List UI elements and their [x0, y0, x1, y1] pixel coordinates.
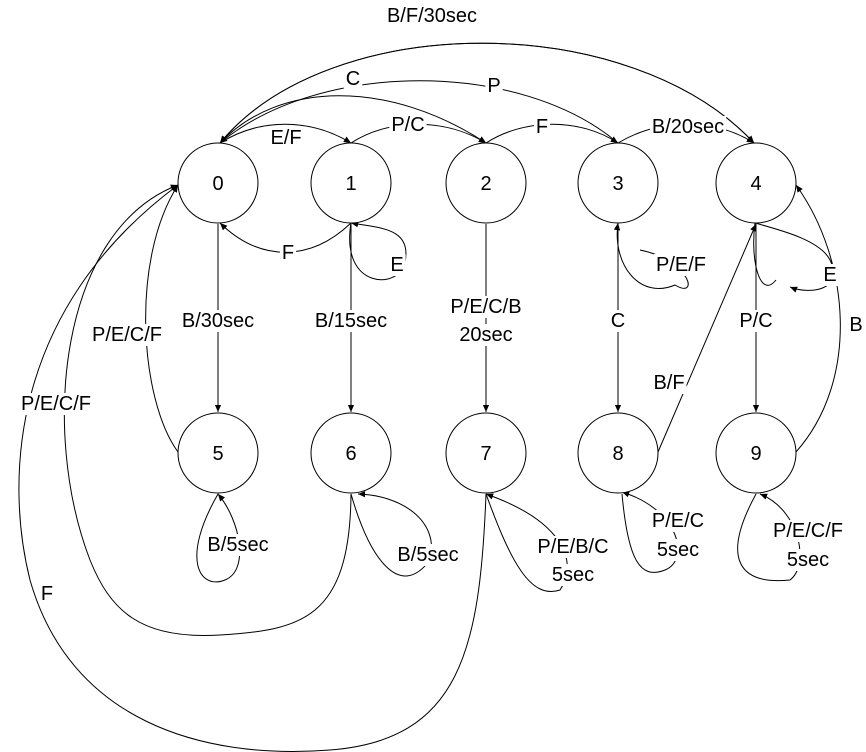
label-p-e-b-c: P/E/B/C	[537, 536, 608, 558]
edge-label-background	[821, 264, 839, 286]
edge-label-background	[651, 372, 687, 394]
state-4: 4	[715, 142, 797, 224]
edge-6-0-p-e-c-f	[63, 184, 352, 637]
edge-9-4-b	[795, 184, 841, 453]
state-4-label: 4	[750, 173, 761, 195]
state-2: 2	[445, 142, 527, 224]
label-20sec: 20sec	[459, 324, 512, 346]
label-5sec-7: 5sec	[552, 564, 594, 586]
edge-0-2-c	[219, 95, 487, 144]
state-3: 3	[577, 142, 659, 224]
edge-label-background	[389, 114, 427, 136]
state-0-label: 0	[212, 173, 223, 195]
label-b-5sec-6: B/5sec	[397, 544, 458, 566]
edge-label-background	[533, 116, 551, 138]
state-9: 9	[715, 412, 797, 494]
edge-label-background	[770, 520, 846, 542]
label-p-c: P/C	[391, 114, 424, 136]
edge-label-background	[205, 534, 271, 556]
edge-2-3-f	[485, 123, 619, 144]
label-c: C	[346, 68, 360, 90]
state-8-label: 8	[612, 443, 623, 465]
edge-label-background	[384, 5, 480, 27]
label-b-5sec-5: B/5sec	[207, 534, 268, 556]
edge-5-self-b-5sec	[196, 493, 241, 583]
edge-label-background	[179, 310, 257, 332]
state-7: 7	[445, 412, 527, 494]
edge-label-background	[784, 549, 832, 571]
edge-label-background	[343, 68, 363, 90]
edge-label-background	[847, 314, 865, 336]
label-p-e-c-f-6: P/E/C/F	[21, 393, 91, 415]
label-b-f-30sec: B/F/30sec	[387, 5, 477, 27]
edge-label-background	[448, 296, 524, 318]
edge-8-4-b-f	[657, 223, 757, 453]
label-e-1-self: E	[390, 254, 403, 276]
edge-label-background	[535, 536, 611, 558]
label-p-e-c-f-9: P/E/C/F	[773, 520, 843, 542]
edge-label-background	[388, 254, 406, 276]
label-f-top: F	[536, 116, 548, 138]
edge-label-background	[485, 75, 503, 97]
edge-label-background	[312, 310, 390, 332]
edge-3-0-p	[219, 80, 619, 144]
state-9-label: 9	[750, 443, 761, 465]
edge-label-background	[38, 583, 56, 605]
edge-label-background	[608, 310, 628, 332]
state-3-label: 3	[612, 173, 623, 195]
edge-4-self-e	[753, 222, 835, 293]
state-2-label: 2	[480, 173, 491, 195]
edge-label-background	[395, 544, 461, 566]
edge-label-background	[654, 539, 702, 561]
label-p-e-f: P/E/F	[656, 254, 706, 276]
edge-label-background	[457, 324, 515, 346]
edge-7-0-f	[18, 184, 487, 752]
state-6: 6	[310, 412, 392, 494]
label-b-15sec: B/15sec	[315, 310, 387, 332]
edge-0-1-e-f	[219, 123, 352, 144]
label-b-9-4: B	[849, 314, 862, 336]
label-p-c-4-9: P/C	[739, 310, 772, 332]
label-f-7-0: F	[41, 583, 53, 605]
label-c-3-8: C	[611, 310, 625, 332]
label-p-e-c-f-5: P/E/C/F	[92, 324, 162, 346]
edge-label-background	[89, 324, 165, 346]
edge-7-self-p-e-b-c	[485, 493, 568, 592]
label-p-e-c-8: P/E/C	[652, 510, 704, 532]
label-p: P	[487, 75, 500, 97]
label-5sec-8: 5sec	[657, 539, 699, 561]
state-7-label: 7	[480, 443, 491, 465]
edge-label-background	[649, 510, 707, 532]
edge-label-background	[549, 564, 597, 586]
state-0: 0	[177, 142, 259, 224]
edge-0-4-b-f-30sec	[219, 42, 755, 144]
edge-9-self-p-e-c-f	[737, 493, 801, 582]
label-5sec-9: 5sec	[787, 549, 829, 571]
edge-label-background	[737, 310, 775, 332]
label-e-f: E/F	[270, 127, 301, 149]
edge-5-0-p-e-c-f	[145, 184, 179, 453]
state-8: 8	[577, 412, 659, 494]
edge-label-background	[268, 127, 304, 149]
label-f-1-0: F	[282, 242, 294, 264]
state-5-label: 5	[212, 443, 223, 465]
state-1-label: 1	[345, 173, 356, 195]
state-5: 5	[177, 412, 259, 494]
edge-label-background	[279, 242, 297, 264]
state-6-label: 6	[345, 443, 356, 465]
edge-label-background	[653, 254, 709, 276]
label-b-f-8-4: B/F	[653, 372, 684, 394]
label-b-20sec: B/20sec	[652, 116, 724, 138]
state-1: 1	[310, 142, 392, 224]
label-p-e-c-b: P/E/C/B	[450, 296, 521, 318]
edge-label-background	[18, 393, 94, 415]
edge-label-background	[649, 116, 727, 138]
label-e-4-self: E	[823, 264, 836, 286]
label-b-30sec: B/30sec	[182, 310, 254, 332]
